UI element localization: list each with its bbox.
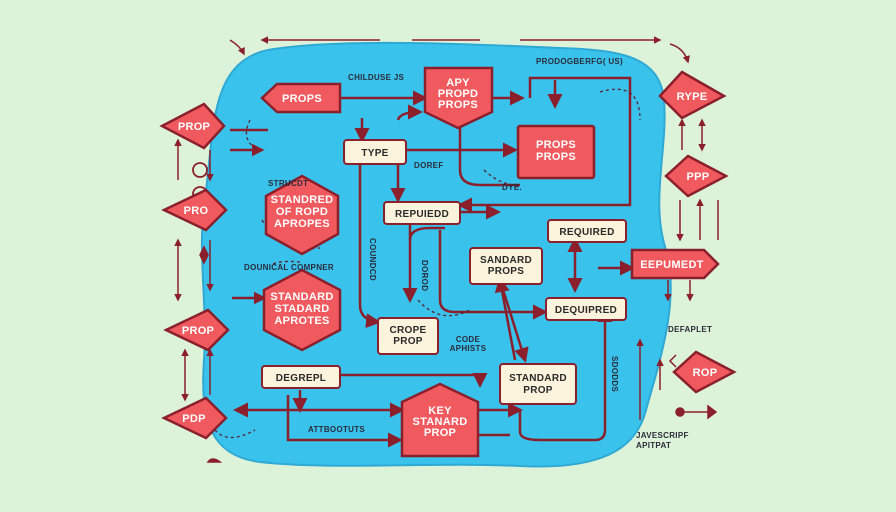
label-prodogberg: PRODOGBERFG( US): [536, 57, 623, 66]
label-conductive-compner: DOUNICAL COMPNER: [244, 263, 334, 272]
node-right-diamond-3: ROP: [672, 350, 737, 394]
node-dequipred: DEQUIPRED: [545, 297, 627, 321]
node-left-diamond-2-label: PRO: [184, 205, 209, 217]
node-type: TYPE: [343, 139, 407, 165]
label-defaplet: DEFAPLET: [668, 325, 712, 334]
node-eepumedt: EEPUMEDT: [630, 248, 720, 280]
node-right-diamond-2: PPP: [664, 154, 729, 198]
node-left-diamond-4-label: PDP: [182, 413, 206, 425]
node-left-diamond-3: PROP: [163, 308, 230, 352]
node-props-left-label: PROPS: [282, 93, 322, 105]
node-rype: RYPE: [658, 70, 727, 120]
node-repuiedd-label: REPUIEDD: [395, 209, 449, 220]
node-required-label: REQUIRED: [559, 227, 614, 238]
node-left-diamond-3-label: PROP: [182, 325, 214, 337]
node-left-diamond-1-label: PROP: [178, 121, 210, 133]
label-struct: STRUCDT: [268, 179, 308, 188]
connectors: [230, 76, 635, 448]
node-props-left: PROPS: [260, 82, 342, 114]
node-left-diamond-1: PROP: [159, 102, 226, 150]
top-decor: [229, 36, 690, 64]
node-required: REQUIRED: [547, 219, 627, 243]
label-dye: DYE.: [502, 183, 522, 192]
node-right-diamond-2-label: PPP: [687, 171, 710, 183]
node-eepumedt-label: EEPUMEDT: [640, 259, 704, 271]
right-side-decor: [636, 118, 719, 420]
label-doref: DOREF: [414, 161, 444, 170]
label-sdo-vert: SDODDS: [610, 356, 619, 392]
node-dequipred-label: DEQUIPRED: [555, 305, 617, 316]
left-side-decor: [174, 138, 223, 463]
node-right-diamond-3-label: ROP: [693, 367, 718, 379]
node-degrepl-label: DEGREPL: [276, 373, 326, 384]
label-childuse-js: CHILDUSE JS: [348, 73, 405, 82]
node-left-diamond-4: PDP: [161, 396, 228, 440]
label-attbootuts: ATTBOOTUTS: [308, 425, 365, 434]
node-type-label: TYPE: [361, 148, 388, 159]
node-rype-label: RYPE: [677, 91, 708, 103]
node-degrepl: DEGREPL: [261, 365, 341, 389]
label-cod-vert-2: DOROD: [420, 260, 429, 291]
node-repuiedd: REPUIEDD: [383, 201, 461, 225]
node-left-diamond-2: PRO: [161, 188, 228, 232]
label-cod-vert: COUNDCD: [368, 238, 377, 281]
